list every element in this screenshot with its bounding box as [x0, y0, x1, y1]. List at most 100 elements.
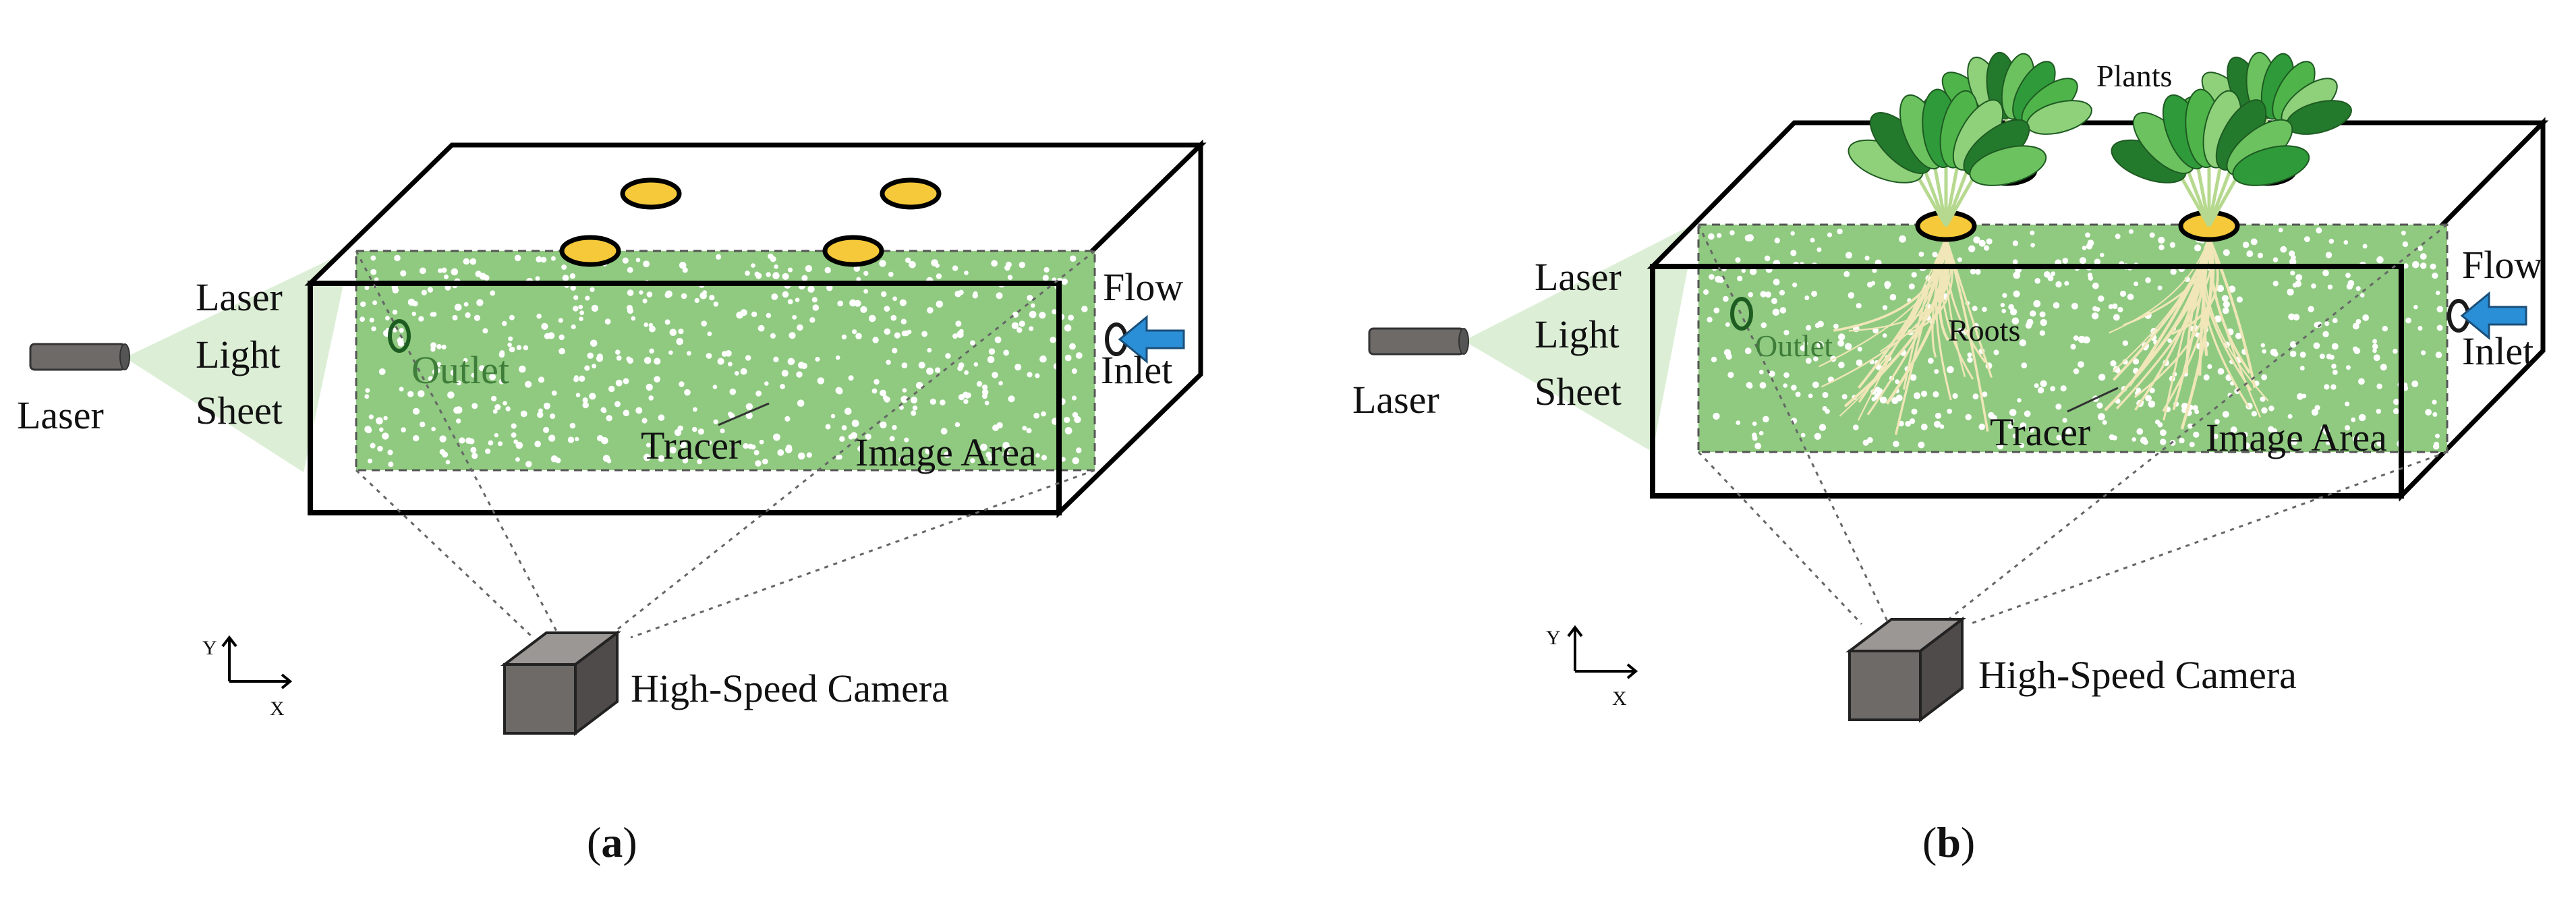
tracer-particle: [2160, 429, 2167, 436]
tracer-particle: [2328, 238, 2335, 244]
tracer-particle: [1965, 414, 1972, 420]
tracer-particle: [1072, 457, 1079, 465]
tracer-particle: [2030, 310, 2036, 317]
tracer-particle: [904, 437, 909, 443]
tracer-particle: [548, 332, 555, 339]
tracer-particle: [399, 328, 404, 333]
tracer-particle: [2436, 324, 2443, 331]
tracer-particle: [713, 419, 718, 424]
tracer-particle: [706, 353, 712, 359]
tracer-particle: [643, 453, 651, 461]
tracer-particle: [2372, 348, 2377, 354]
tracer-particle: [2287, 288, 2294, 296]
tracer-particle: [1760, 291, 1767, 298]
tracer-particle: [2362, 314, 2370, 321]
tracer-particle: [2157, 285, 2163, 291]
axes-icon-b: [1567, 625, 1638, 679]
tracer-particle: [1895, 394, 1903, 401]
tracer-particle: [514, 254, 521, 262]
tracer-particle: [2133, 358, 2140, 365]
tracer-particle: [587, 352, 594, 359]
tracer-particle: [2332, 370, 2338, 375]
tracer-particle: [1800, 432, 1806, 438]
tracer-particle: [439, 435, 447, 443]
tracer-particle: [1972, 306, 1978, 312]
tracer-particle: [579, 310, 584, 316]
tracer-particle: [2140, 436, 2148, 444]
tracer-particle: [958, 329, 964, 334]
tracer-particle: [654, 358, 661, 365]
tracer-particle: [1811, 291, 1818, 297]
tracer-particle: [2060, 385, 2067, 392]
tracer-particle: [1952, 393, 1958, 399]
tracer-particle: [519, 365, 526, 373]
tracer-particle: [2207, 364, 2212, 370]
tracer-particle: [559, 347, 565, 355]
tracer-particle: [669, 329, 677, 337]
tracer-particle: [2214, 315, 2222, 323]
tracer-particle: [1746, 382, 1752, 389]
tracer-particle: [377, 445, 383, 452]
tracer-particle: [994, 336, 1002, 343]
tracer-particle: [2108, 304, 2113, 310]
tracer-particle: [1081, 306, 1088, 312]
tracer-particle: [2311, 283, 2316, 289]
tank-front-face-b: [1650, 264, 2404, 499]
tracer-particle: [855, 333, 862, 340]
tracer-particle: [664, 319, 670, 325]
tracer-particle: [1052, 309, 1057, 314]
tracer-particle: [615, 379, 623, 387]
tracer-particle: [534, 441, 541, 447]
tracer-particle: [2289, 250, 2295, 257]
tracer-particle: [1070, 255, 1077, 262]
tracer-particle: [1895, 379, 1900, 385]
tracer-particle: [1064, 354, 1072, 362]
tracer-particle: [2007, 423, 2013, 429]
flow-arrow-icon-b: [2460, 291, 2527, 341]
tracer-particle: [894, 332, 900, 339]
camera-view-lines-a: [355, 250, 1095, 639]
tracer-particle: [811, 297, 818, 303]
tracer-particle: [2028, 426, 2035, 433]
tracer-particle: [982, 384, 988, 391]
tracer-particle: [1856, 359, 1863, 366]
tracer-particle: [370, 255, 376, 261]
tracer-particle: [643, 357, 652, 364]
tracer-particle: [2100, 252, 2105, 258]
tracer-particle: [2376, 383, 2382, 389]
tracer-particle: [642, 298, 648, 304]
tracer-particle: [2112, 435, 2117, 441]
tracer-particle: [418, 390, 425, 397]
tracer-particle: [439, 449, 445, 455]
tracer-particle: [1076, 447, 1082, 453]
tracer-particle: [899, 405, 904, 410]
tracer-particle: [2260, 343, 2265, 347]
tracer-particle: [2082, 246, 2087, 250]
tracer-particle: [1967, 357, 1973, 363]
tracer-particle: [2037, 387, 2044, 394]
axis-y-label-a: Y: [202, 637, 217, 659]
tracer-particle: [551, 390, 557, 396]
tracer-particle: [490, 290, 496, 296]
flow-label-b: Flow: [2462, 243, 2542, 287]
tracer-particle: [796, 371, 803, 378]
tracer-particle: [371, 326, 376, 332]
tracer-particle: [902, 388, 907, 393]
tracer-particle: [797, 399, 805, 407]
tracer-particle: [378, 368, 386, 375]
tracer-particle: [2098, 374, 2106, 381]
tracer-particle: [2257, 252, 2264, 258]
tracer-particle: [899, 299, 907, 306]
tracer-particle: [1713, 307, 1720, 314]
tracer-particle: [2326, 439, 2332, 445]
tracer-particle: [2405, 317, 2411, 324]
caption-a: (a): [587, 818, 637, 866]
tracer-particle: [2362, 244, 2368, 249]
tracer-particle: [372, 300, 378, 306]
tracer-particle: [2158, 236, 2165, 244]
camera-label-a: High-Speed Camera: [631, 667, 949, 710]
tracer-particle: [2322, 331, 2329, 337]
tracer-particle: [548, 434, 556, 442]
tracer-particle: [2288, 313, 2295, 320]
